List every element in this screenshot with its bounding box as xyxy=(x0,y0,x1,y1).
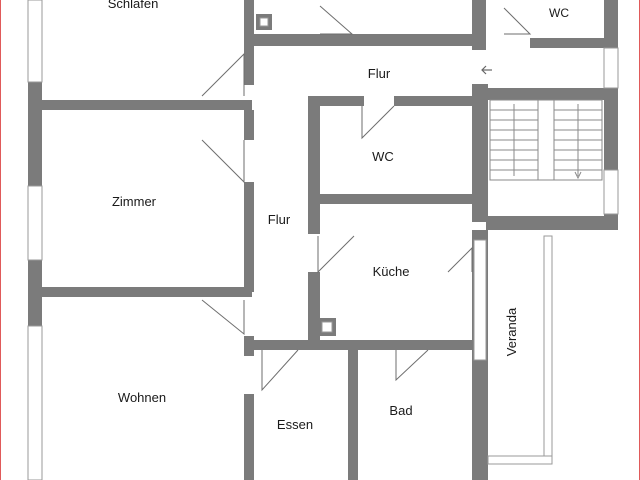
room-schlafen: Schlafen xyxy=(108,0,159,11)
window xyxy=(473,239,487,361)
room-wc: WC xyxy=(372,149,394,164)
room-kueche: Küche xyxy=(373,264,410,279)
room-bad: Bad xyxy=(389,403,412,418)
room-veranda: Veranda xyxy=(504,307,519,356)
room-zimmer: Zimmer xyxy=(112,194,157,209)
doors xyxy=(201,5,532,392)
veranda-rail xyxy=(543,235,553,463)
arrow-left-icon xyxy=(481,65,492,75)
room-wohnen: Wohnen xyxy=(118,390,166,405)
window xyxy=(27,325,43,480)
room-wc-top: WC xyxy=(549,6,569,20)
room-flur-main: Flur xyxy=(268,212,291,227)
window xyxy=(27,0,43,83)
window xyxy=(603,169,619,215)
stair-icon xyxy=(489,99,603,181)
room-flur-upper: Flur xyxy=(368,66,391,81)
walls xyxy=(27,0,619,480)
room-essen: Essen xyxy=(277,417,313,432)
window xyxy=(603,47,619,89)
window xyxy=(27,185,43,261)
